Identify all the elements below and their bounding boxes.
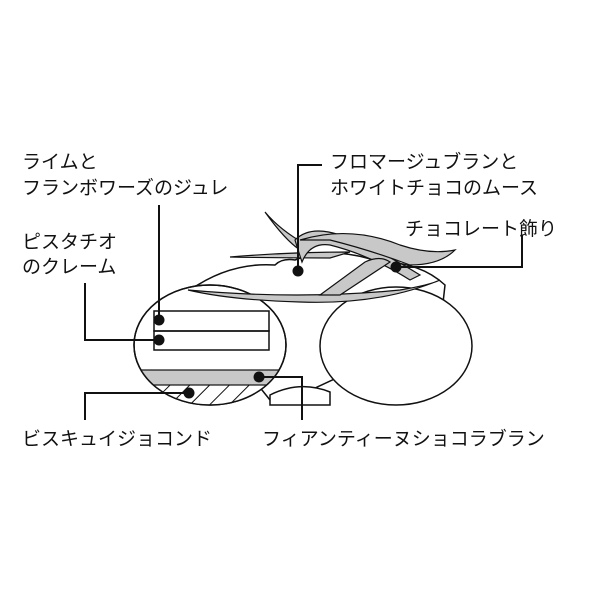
pistachio-label-line1: ピスタチオ <box>22 231 117 253</box>
feuillantine-leader-line <box>259 376 303 420</box>
right-cake <box>319 286 473 406</box>
feuillantine-marker <box>253 371 265 383</box>
biscuit-label: ビスキュイジョコンド <box>22 428 212 450</box>
biscuit-marker <box>183 387 195 399</box>
mousse-label-line1: フロマージュブランと <box>330 150 518 173</box>
biscuit-leader-line <box>84 392 189 420</box>
chocolate-leader-line <box>396 235 523 268</box>
jule-marker <box>153 314 165 326</box>
pistachio-leader-line <box>84 283 159 341</box>
mousse-leader-line <box>297 164 322 271</box>
back-cake-bottom <box>269 386 331 406</box>
pistachio-label-line2: のクレーム <box>22 256 116 278</box>
feuillantine-layer <box>134 369 286 386</box>
chocolate-marker <box>390 261 402 273</box>
chocolate-decoration <box>187 211 457 303</box>
pistachio-marker <box>153 334 165 346</box>
mousse-label-line2: ホワイトチョコのムース <box>330 177 538 199</box>
jule-label-line1: ライムと <box>22 151 98 173</box>
mousse-marker <box>292 265 304 277</box>
feuillantine-label: フィアンティーヌショコラブラン <box>262 427 545 450</box>
chocolate-decoration-label: チョコレート飾り <box>405 218 557 240</box>
jule-label-line2: フランボワーズのジュレ <box>22 177 228 199</box>
